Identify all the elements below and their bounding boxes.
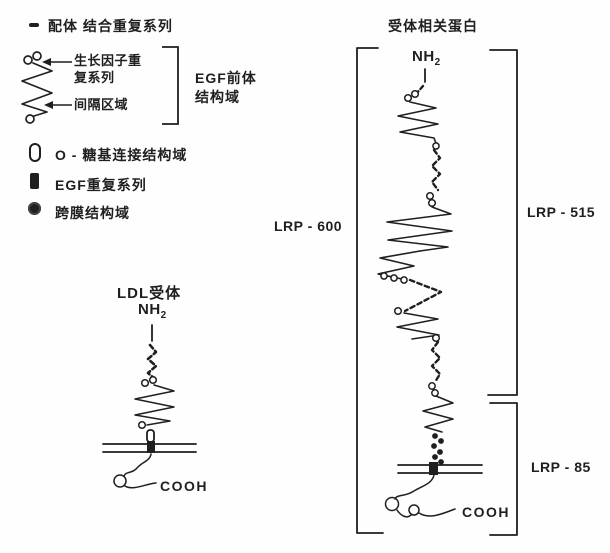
lrp-600-label: LRP - 600	[274, 218, 343, 234]
lrp-nh2-sub: 2	[434, 57, 441, 68]
lrp-spring-5	[422, 395, 454, 433]
lrp-85-label: LRP - 85	[531, 459, 591, 475]
lrp-600-bracket	[356, 47, 384, 534]
ldl-egf-precursor-spring	[134, 384, 175, 426]
lrp-nh2-base: NH	[412, 48, 435, 65]
ldl-receptor-drawing	[102, 324, 197, 489]
lrp-spring-4	[396, 312, 440, 340]
lrp-title: 受体相关蛋白	[388, 18, 478, 34]
legend-label-transmembrane-domain: 跨膜结构域	[55, 205, 130, 221]
lrp-ligand-repeats-1	[430, 148, 442, 192]
egf-spring-icon	[21, 51, 53, 124]
lrp-ligand-repeats-3	[430, 340, 442, 384]
legend-label-spacer-region: 间隔区域	[74, 97, 129, 112]
legend-label-o-linked-domain: O - 糖基连接结构域	[55, 147, 188, 163]
ldl-nh2-sub: 2	[160, 310, 167, 321]
lrp-spring-1	[397, 101, 439, 144]
ldl-receptor-title: LDL受体	[117, 285, 182, 302]
ldl-transmembrane-domain	[147, 441, 155, 453]
lrp-nh2-label: NH2	[412, 48, 441, 68]
transmembrane-dot-icon	[28, 202, 41, 215]
ldl-ligand-binding-repeats	[146, 343, 158, 381]
ldl-o-linked-domain	[146, 429, 155, 443]
ldl-cooh-label: COOH	[160, 478, 208, 494]
lrp-circle-pair-1	[425, 191, 437, 208]
lrp-ligand-repeats-2	[403, 278, 443, 313]
lrp-drawing	[356, 47, 518, 536]
lrp-egf-repeat-dots	[431, 433, 444, 465]
lrp-cooh-label: COOH	[462, 504, 510, 520]
lrp-85-bracket	[489, 402, 518, 536]
lrp-spring-2	[386, 206, 453, 252]
lrp-cytoplasmic-tail	[384, 474, 456, 518]
lrp-515-label: LRP - 515	[527, 204, 596, 220]
legend-arrows	[42, 58, 72, 109]
ldl-spring-circles	[140, 375, 158, 388]
o-linked-ring-icon	[29, 143, 41, 162]
lrp-515-bracket	[487, 49, 518, 396]
lrp-transmembrane-domain	[429, 462, 438, 475]
legend-label-ligand-binding-repeats: 配体 结合重复系列	[48, 18, 173, 34]
ldl-cytoplasmic-tail	[113, 453, 157, 489]
ldl-nh2-base: NH	[138, 301, 161, 318]
legend-label-growth-factor-repeats: 生长因子重 复系列	[74, 53, 142, 85]
egf-repeat-bar-icon	[30, 173, 39, 189]
legend-label-egf-repeats: EGF重复系列	[55, 177, 147, 193]
ligand-repeat-dash-icon	[29, 23, 39, 27]
ldl-nh2-label: NH2	[138, 301, 167, 321]
legend-label-egf-precursor-domain: EGF前体 结构域	[195, 70, 257, 105]
egf-precursor-bracket	[162, 46, 179, 125]
lrp-spring-circles-1	[403, 89, 420, 103]
lrp-circle-row	[380, 272, 408, 284]
lrp-circle-pair-2	[428, 382, 439, 397]
